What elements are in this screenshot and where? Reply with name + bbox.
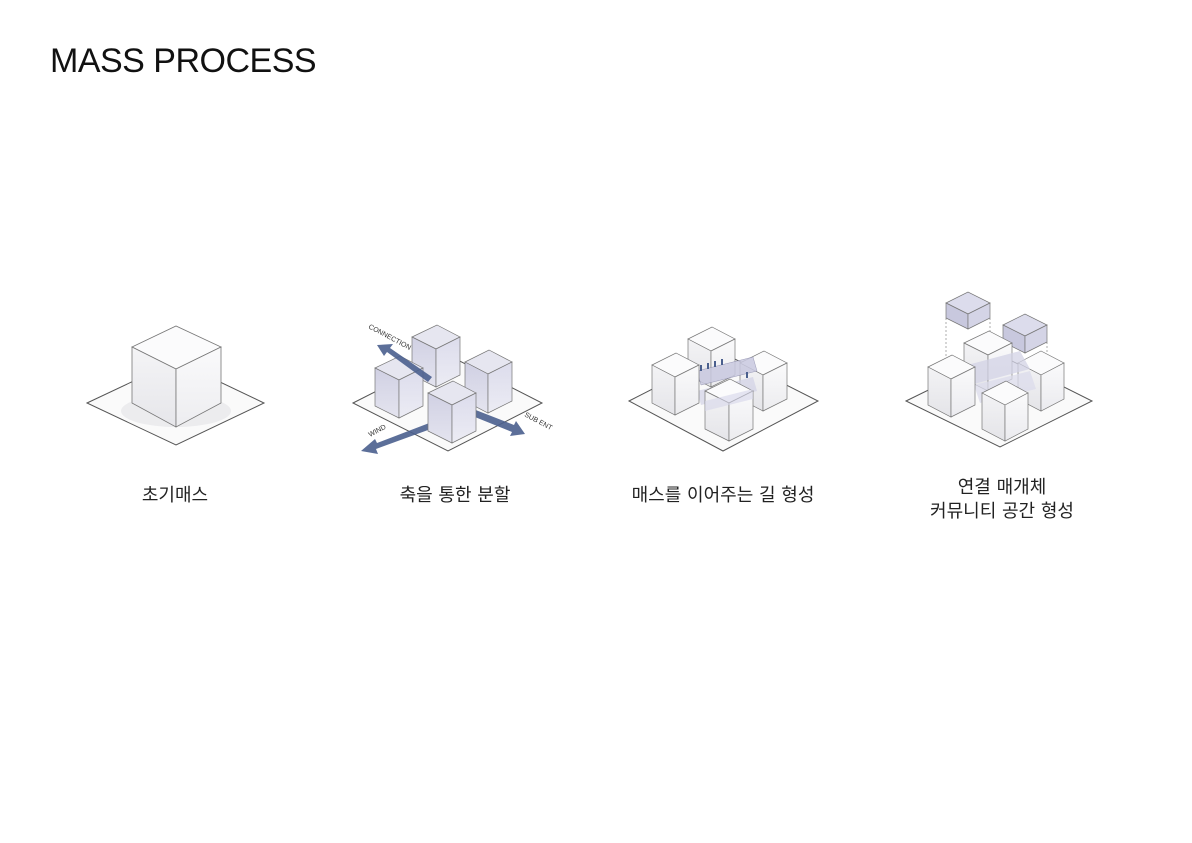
mass-block-left [927,354,976,418]
mass-block-right [464,349,513,414]
arrow-label-sub-ent: SUB ENT [523,412,554,433]
mass-block-front [704,378,754,442]
step-4-caption: 연결 매개체 커뮤니티 공간 형성 [930,477,1074,522]
mass-block-left [651,352,700,416]
diagram-connecting-path [627,326,820,452]
arrow-connection [377,344,432,382]
step-3-caption: 매스를 이어주는 길 형성 [631,485,815,506]
mass-block-front [981,380,1029,442]
step-1-caption: 초기매스 [141,485,209,506]
floating-block-left [945,291,991,330]
step-2-caption: 축을 통한 분할 [399,485,511,506]
page-title: MASS PROCESS [50,42,317,80]
diagram-community-space [904,291,1094,448]
floating-block-right [1002,313,1048,354]
arrow-sub-ent [465,407,525,436]
diagram-axis-division: CONNECTION WIND SUB ENT [351,324,554,454]
mass-block [131,325,222,428]
mass-block-left [374,355,424,419]
diagram-initial-mass [85,325,266,446]
mass-block-front [427,380,477,444]
arrow-label-wind: WIND [368,424,388,439]
